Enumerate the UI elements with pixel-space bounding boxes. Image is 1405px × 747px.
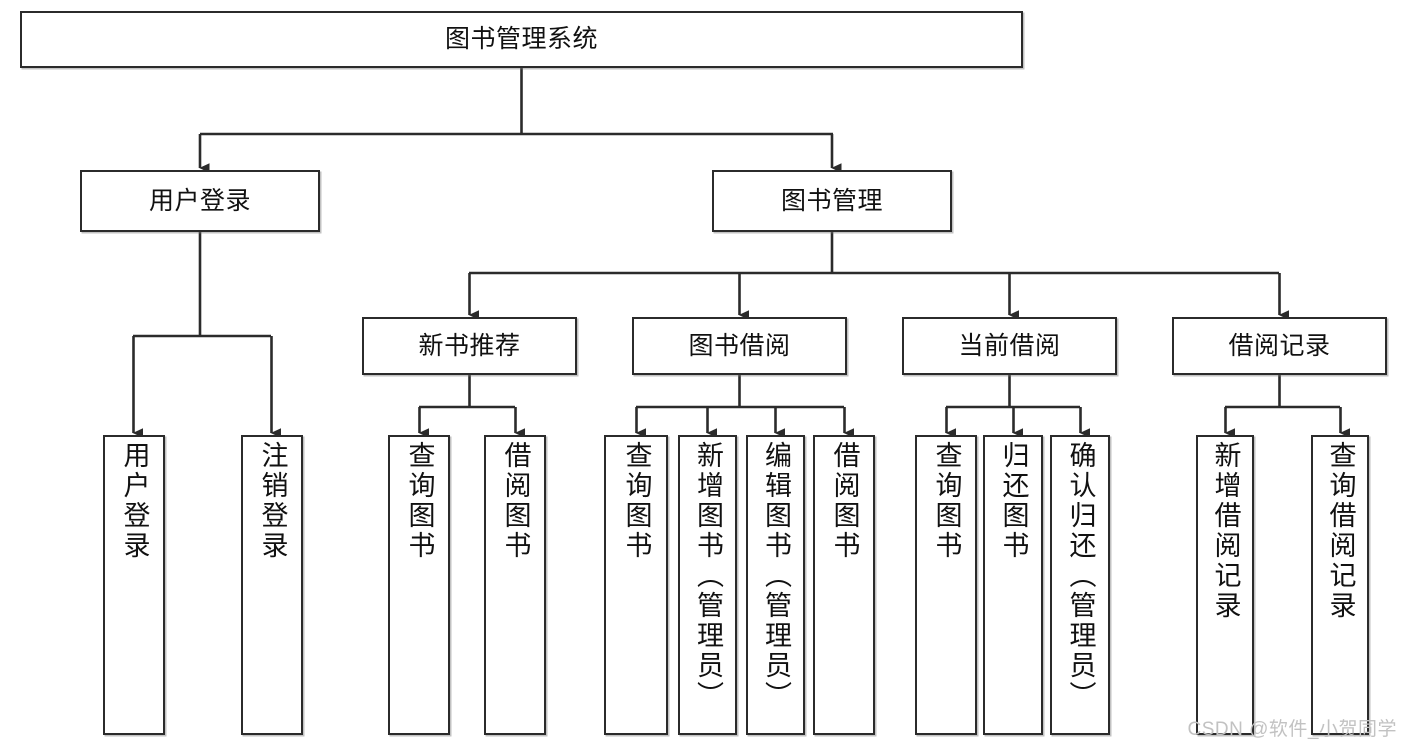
node-book-management-label: 图书管理: [780, 186, 883, 215]
node-leaf-return-book[interactable]: 归还图书: [983, 435, 1043, 735]
node-current-borrow[interactable]: 当前借阅: [902, 317, 1117, 375]
node-leaf-add-borrow-record[interactable]: 新增借阅记录: [1196, 435, 1254, 735]
node-leaf-add-book[interactable]: 新增图书（管理员）: [678, 435, 737, 735]
node-leaf-return-book-label: 归还图书: [998, 441, 1029, 561]
node-leaf-add-book-label: 新增图书（管理员）: [693, 441, 723, 711]
node-leaf-query-borrow-record-label: 查询借阅记录: [1325, 441, 1356, 621]
node-user-login[interactable]: 用户登录: [80, 170, 320, 232]
node-leaf-borrow-book[interactable]: 借阅图书: [813, 435, 875, 735]
node-leaf-query-book-current[interactable]: 查询图书: [915, 435, 977, 735]
node-leaf-logout-label: 注销登录: [257, 441, 288, 561]
node-borrow-record[interactable]: 借阅记录: [1172, 317, 1387, 375]
node-leaf-query-book-borrow-label: 查询图书: [621, 441, 652, 561]
node-leaf-query-borrow-record[interactable]: 查询借阅记录: [1311, 435, 1369, 735]
node-leaf-user-login-label: 用户登录: [119, 441, 150, 561]
node-leaf-add-borrow-record-label: 新增借阅记录: [1210, 441, 1241, 621]
node-user-login-label: 用户登录: [148, 186, 251, 215]
node-leaf-user-login[interactable]: 用户登录: [103, 435, 165, 735]
node-root[interactable]: 图书管理系统: [20, 11, 1023, 68]
node-new-book-recommend-label: 新书推荐: [418, 331, 521, 360]
node-leaf-edit-book[interactable]: 编辑图书（管理员）: [746, 435, 805, 735]
node-book-management[interactable]: 图书管理: [712, 170, 952, 232]
node-leaf-borrow-book-new[interactable]: 借阅图书: [484, 435, 546, 735]
node-leaf-logout[interactable]: 注销登录: [241, 435, 303, 735]
node-leaf-confirm-return[interactable]: 确认归还（管理员）: [1050, 435, 1110, 735]
node-borrow-record-label: 借阅记录: [1228, 331, 1331, 360]
node-leaf-confirm-return-label: 确认归还（管理员）: [1065, 441, 1096, 711]
node-leaf-query-book-current-label: 查询图书: [931, 441, 962, 561]
node-leaf-query-book-new-label: 查询图书: [404, 441, 435, 561]
node-leaf-query-book-borrow[interactable]: 查询图书: [604, 435, 668, 735]
csdn-watermark: CSDN @软件_小贺同学: [1187, 719, 1397, 740]
node-leaf-query-book-new[interactable]: 查询图书: [388, 435, 450, 735]
node-new-book-recommend[interactable]: 新书推荐: [362, 317, 577, 375]
node-book-borrow[interactable]: 图书借阅: [632, 317, 847, 375]
node-leaf-borrow-book-label: 借阅图书: [829, 441, 860, 561]
node-root-label: 图书管理系统: [444, 25, 598, 53]
node-book-borrow-label: 图书借阅: [688, 331, 791, 360]
node-current-borrow-label: 当前借阅: [958, 331, 1061, 360]
node-leaf-edit-book-label: 编辑图书（管理员）: [761, 441, 791, 711]
node-leaf-borrow-book-new-label: 借阅图书: [500, 441, 531, 561]
